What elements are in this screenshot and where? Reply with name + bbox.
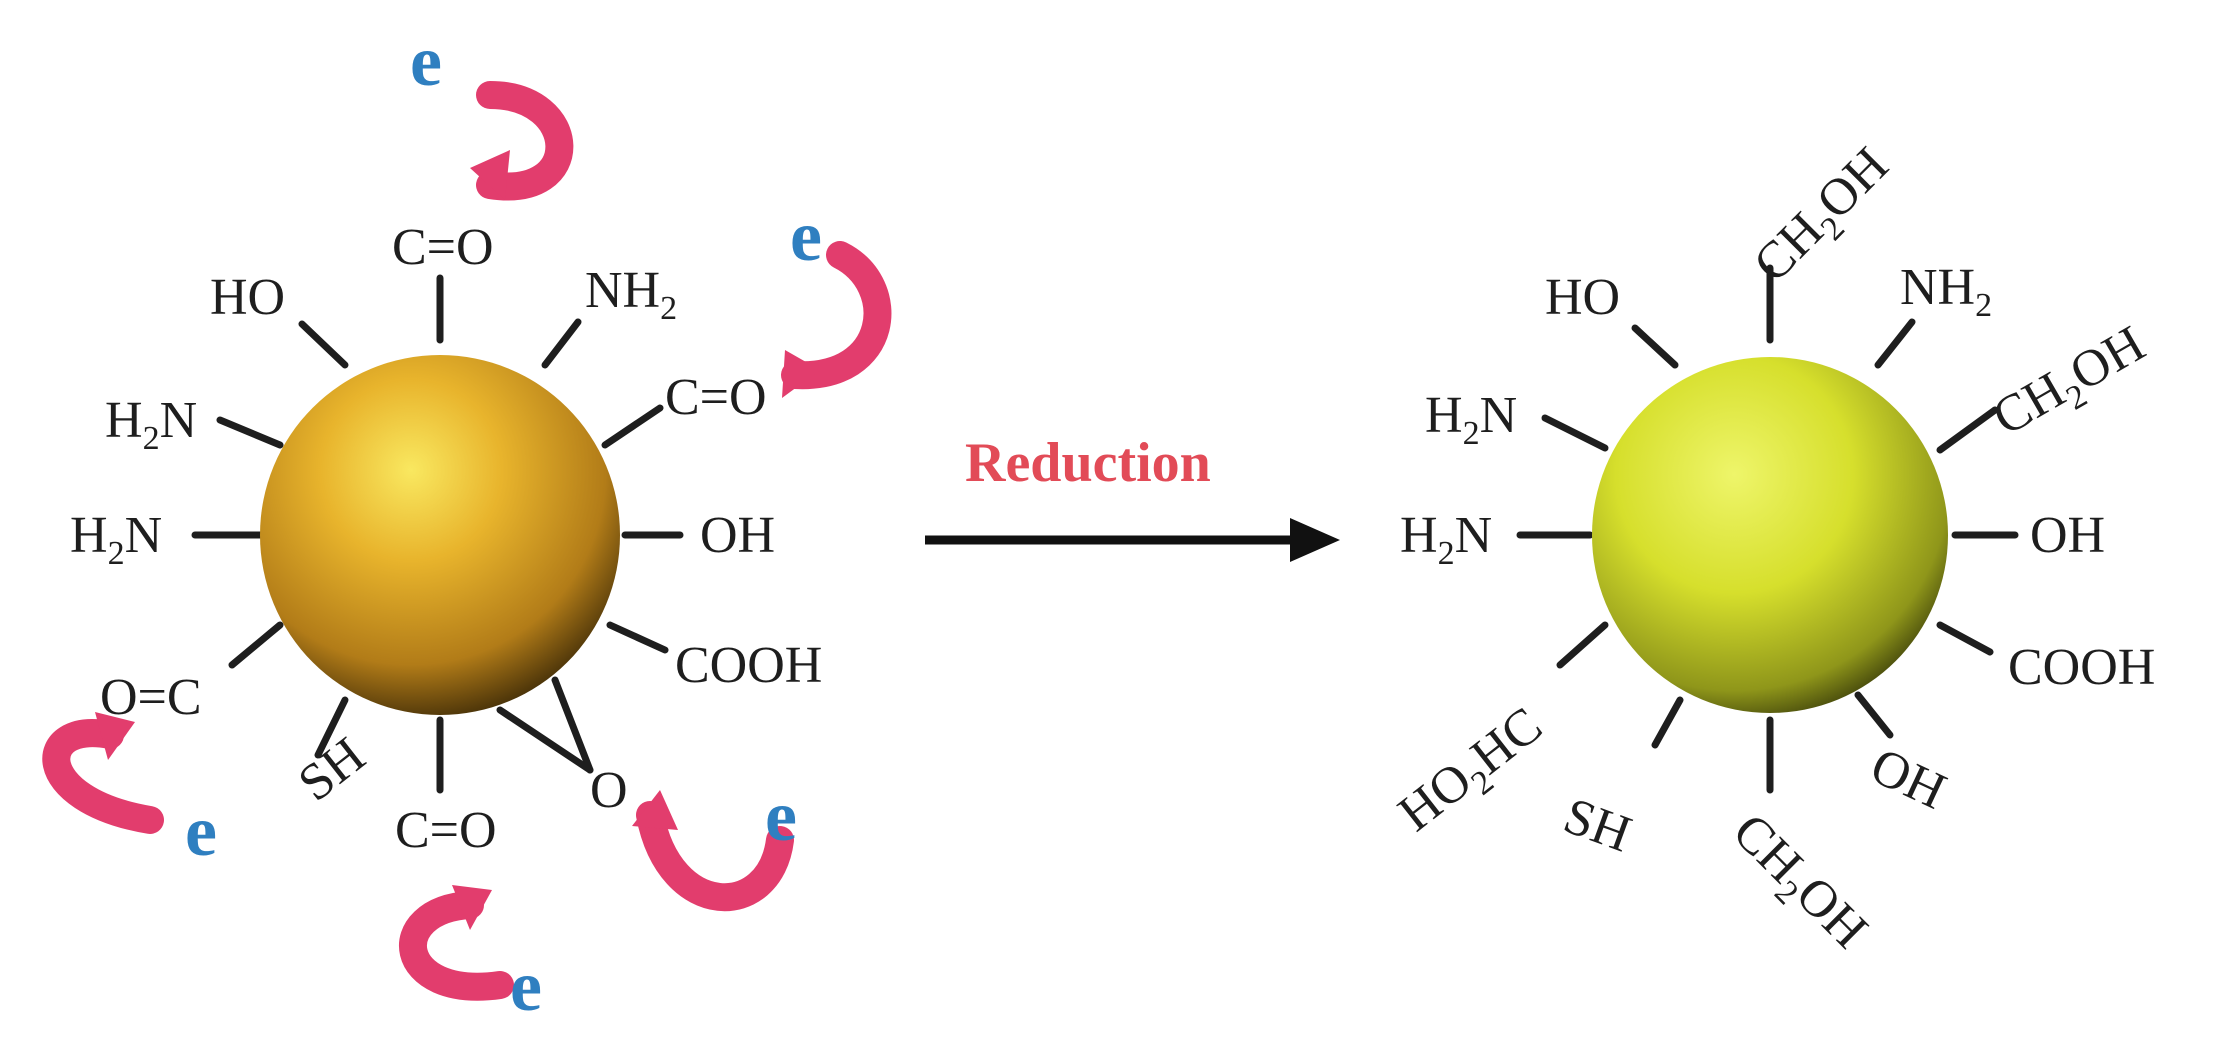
label-text: H	[1400, 507, 1438, 564]
curved-arrow	[399, 891, 514, 1001]
label-text: N	[159, 392, 198, 449]
bond-line	[1936, 621, 1994, 656]
bond-line	[298, 320, 349, 369]
bond-line	[541, 318, 582, 369]
label-text: C=O	[392, 219, 494, 276]
functional-group-label: H2N	[1400, 510, 1492, 571]
reaction-label: Reduction	[965, 432, 1211, 494]
electron-symbol: e	[410, 21, 442, 101]
electron-symbol: e	[765, 776, 797, 856]
arrowhead	[95, 712, 135, 760]
bond-line	[314, 696, 349, 759]
label-text: HO	[1545, 269, 1621, 326]
label-text: O=C	[100, 669, 202, 726]
functional-group-label: OH	[2030, 510, 2105, 562]
electron-symbol: e	[185, 791, 217, 871]
functional-group-label: COOH	[2008, 642, 2155, 694]
subscript: 2	[660, 290, 678, 327]
electron-symbol: e	[510, 946, 542, 1026]
functional-group-label: NH2	[1900, 262, 1992, 323]
electron-transfer-arrows	[42, 81, 892, 1001]
arrowhead	[632, 790, 678, 830]
label-text: NH	[585, 262, 661, 319]
subscript: 2	[107, 535, 125, 572]
subscript: 2	[142, 420, 160, 457]
label-text: N	[124, 507, 163, 564]
arrowhead	[470, 150, 510, 200]
label-text: H	[105, 392, 143, 449]
functional-group-label: H2N	[1425, 390, 1517, 451]
functional-group-label: C=O	[392, 222, 494, 274]
bond-line	[601, 404, 664, 449]
left-bond-lines	[191, 274, 684, 794]
label-text: C=O	[665, 369, 767, 426]
functional-group-label: H2N	[105, 395, 197, 456]
functional-group-label: C=O	[665, 372, 767, 424]
bond-line	[1874, 318, 1916, 369]
functional-group-label: COOH	[675, 640, 822, 692]
bond-line	[1541, 414, 1609, 452]
curved-arrow	[42, 719, 164, 834]
curved-arrow	[781, 241, 892, 390]
functional-group-label: OH	[700, 510, 775, 562]
bond-line	[1631, 324, 1679, 369]
functional-group-label: HO	[210, 272, 285, 324]
label-text: N	[1479, 387, 1518, 444]
functional-group-label: H2N	[70, 510, 162, 571]
label-text: H	[1425, 387, 1463, 444]
bond-line	[216, 416, 284, 449]
functional-group-label: O	[590, 765, 628, 817]
electron-symbol: e	[790, 196, 822, 276]
bond-line	[1854, 691, 1894, 739]
functional-group-label: NH2	[585, 265, 677, 326]
label-text: C=O	[395, 802, 497, 859]
label-text: HO	[210, 269, 286, 326]
label-text: OH	[700, 507, 776, 564]
bond-line	[606, 621, 669, 654]
subscript: 2	[1462, 415, 1480, 452]
bond-line	[1936, 406, 1999, 454]
functional-group-label: HO	[1545, 272, 1620, 324]
functional-group-label: O=C	[100, 672, 202, 724]
label-text: O	[590, 762, 628, 819]
subscript: 2	[1437, 535, 1455, 572]
bond-line	[496, 706, 594, 774]
reduced-nanoparticle	[1592, 357, 1948, 713]
label-text: OH	[2030, 507, 2106, 564]
label-text: COOH	[2008, 639, 2156, 696]
label-text: COOH	[675, 637, 823, 694]
arrowhead	[452, 885, 492, 930]
arrowhead	[782, 350, 820, 398]
bond-line	[228, 621, 284, 669]
bond-line	[1556, 621, 1609, 669]
bond-line	[551, 676, 594, 774]
subscript: 2	[1975, 287, 1993, 324]
bond-line	[1651, 696, 1684, 749]
label-text: NH	[1900, 259, 1976, 316]
right-bond-lines	[1516, 264, 2019, 794]
functional-group-label: C=O	[395, 805, 497, 857]
electron-arrowheads	[95, 150, 820, 930]
gold-nanoparticle	[260, 355, 620, 715]
curved-arrow	[476, 81, 574, 201]
label-text: H	[70, 507, 108, 564]
label-text: N	[1454, 507, 1493, 564]
reaction-arrowhead	[1290, 518, 1340, 562]
curved-arrow	[636, 801, 794, 912]
